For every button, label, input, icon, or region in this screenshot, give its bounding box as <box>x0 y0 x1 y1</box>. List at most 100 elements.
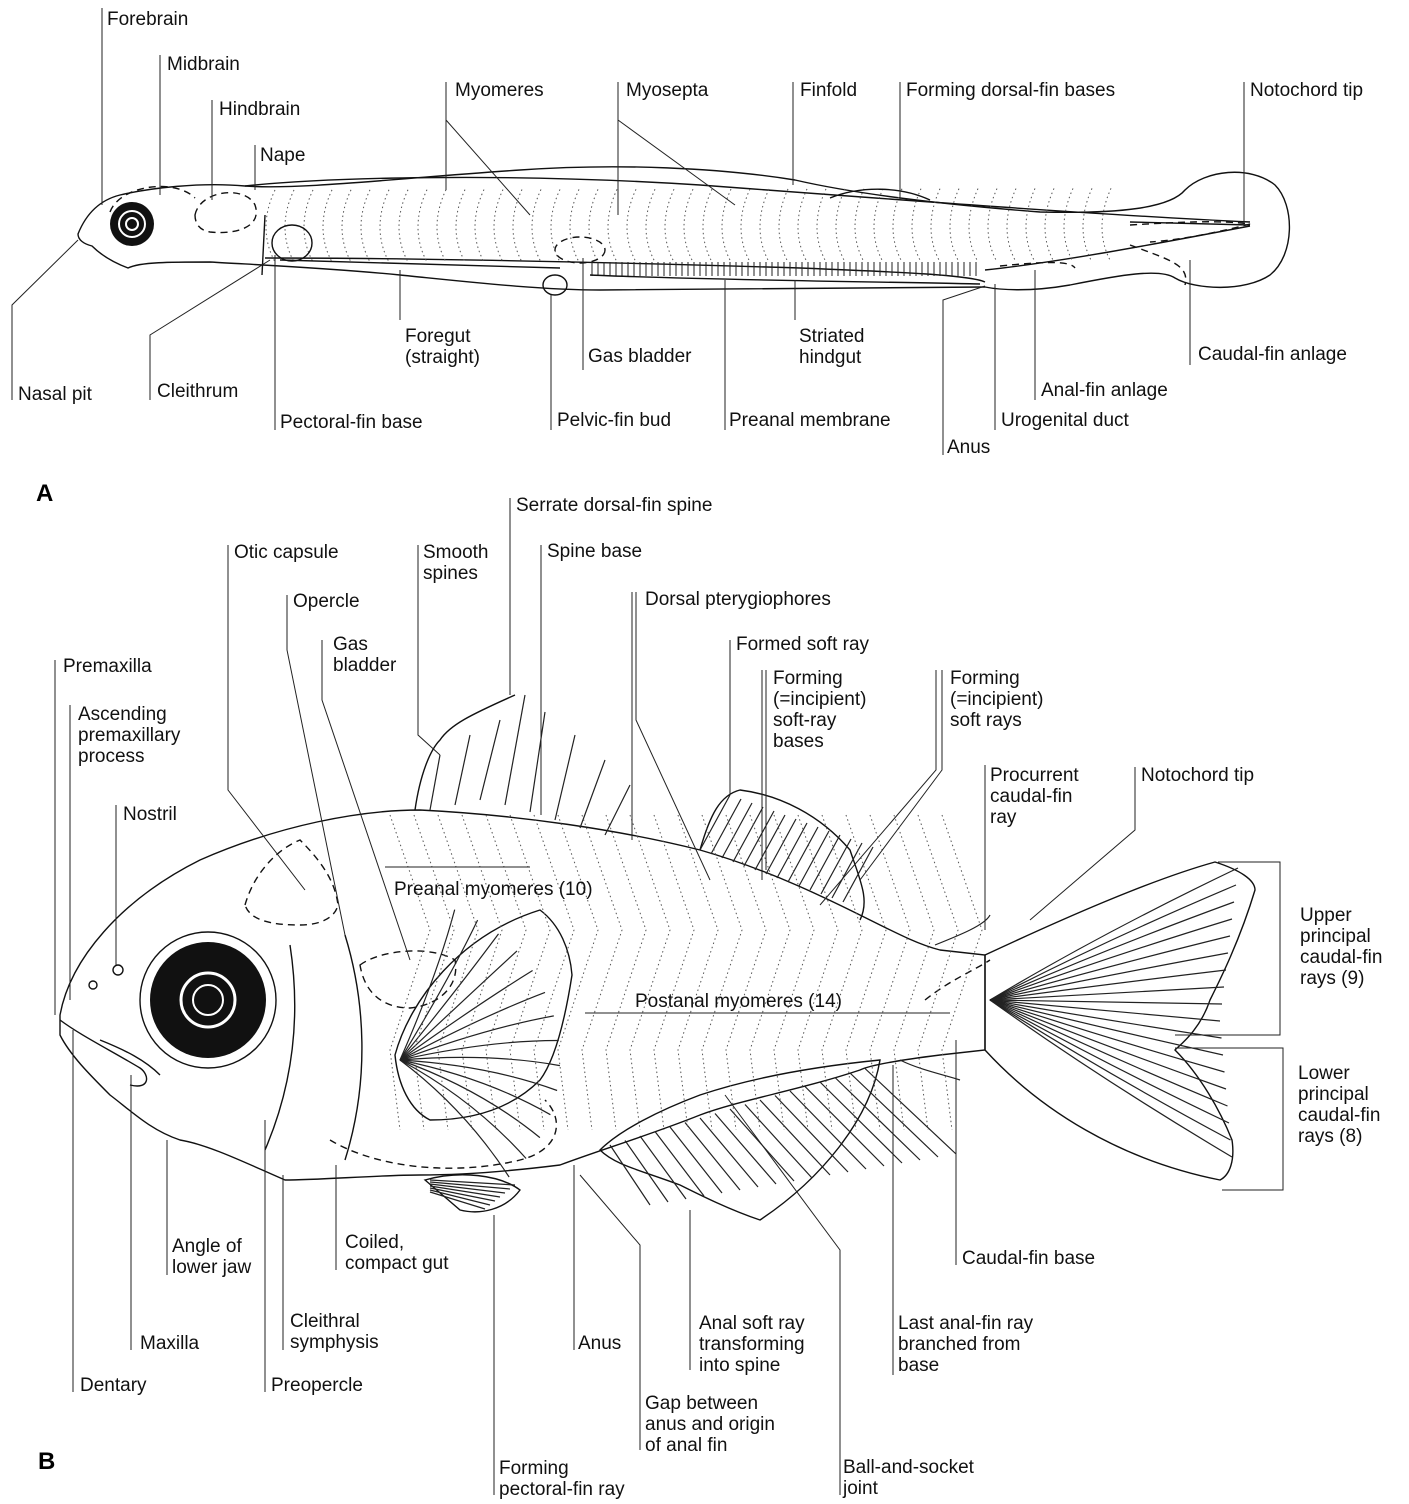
label-caudal-fin-base: Caudal-fin base <box>962 1248 1095 1269</box>
myoA-stroke <box>703 189 712 262</box>
label-myosepta: Myosepta <box>626 80 708 101</box>
myoA-stroke <box>969 189 978 262</box>
myoA-stroke <box>1007 189 1016 262</box>
label-gas-bladder-b: Gas bladder <box>333 634 396 676</box>
myoB-stroke <box>414 815 454 1130</box>
myoB-stroke <box>702 815 742 1130</box>
label-myomeres: Myomeres <box>455 80 544 101</box>
label-pelvic-fin-bud: Pelvic-fin bud <box>557 410 671 431</box>
myoB-stroke <box>390 815 430 1130</box>
label-premaxilla: Premaxilla <box>63 656 152 677</box>
softDorsal-stroke <box>777 823 807 878</box>
softDorsal-stroke <box>733 807 763 862</box>
dorsalSpines-stroke <box>455 735 470 805</box>
myoA-stroke <box>1083 188 1092 262</box>
dorsalSpines-stroke <box>530 712 545 812</box>
myoA-stroke <box>1045 188 1054 262</box>
myoA-stroke <box>1026 188 1035 262</box>
myoB-stroke <box>486 815 526 1130</box>
myoB-stroke <box>942 815 982 1130</box>
myoB-stroke <box>894 815 934 1130</box>
myoA-stroke <box>950 189 959 262</box>
label-urogenital-duct: Urogenital duct <box>1001 410 1129 431</box>
label-midbrain: Midbrain <box>167 54 240 75</box>
caudalRays-stroke <box>990 936 1230 1000</box>
myoA-stroke <box>323 190 332 262</box>
caudalRays-stroke <box>990 868 1238 1000</box>
caudalRays-stroke <box>990 902 1234 1000</box>
pectRays-stroke <box>400 971 533 1061</box>
label-preanal-membrane: Preanal membrane <box>729 410 891 431</box>
analRays-stroke <box>655 1132 704 1197</box>
myoA-stroke <box>475 190 484 262</box>
pectRays-stroke <box>400 992 545 1060</box>
label-maxilla: Maxilla <box>140 1333 199 1354</box>
analRays-stroke <box>835 1078 920 1161</box>
dorsalSpines-stroke <box>430 755 440 810</box>
myoA-stroke <box>722 189 731 262</box>
label-forming-pectoral-fin-ray: Forming pectoral-fin ray <box>499 1458 625 1500</box>
label-procurrent-caudal-fin-ray: Procurrent caudal-fin ray <box>990 765 1079 828</box>
label-upper-principal-caudal-fin-rays: Upper principal caudal-fin rays (9) <box>1300 905 1382 989</box>
myoB-stroke <box>774 815 814 1130</box>
myoA-stroke <box>532 189 541 262</box>
myoB-stroke <box>822 815 862 1130</box>
softDorsal-stroke <box>700 795 730 850</box>
myoA-stroke <box>304 190 313 262</box>
label-formed-soft-ray: Formed soft ray <box>736 634 869 655</box>
caudalRays-stroke <box>990 1000 1226 1089</box>
myoA-stroke <box>741 189 750 262</box>
myoB-stroke <box>750 815 790 1130</box>
caudalRays-stroke <box>990 885 1236 1000</box>
label-finfold: Finfold <box>800 80 857 101</box>
myoB-stroke <box>870 815 910 1130</box>
pectRays-stroke <box>400 910 455 1060</box>
label-forming-dorsal-fin-bases: Forming dorsal-fin bases <box>906 80 1115 101</box>
myoA-stroke <box>551 189 560 262</box>
label-foregut: Foregut (straight) <box>405 326 480 368</box>
myoA-stroke <box>665 189 674 262</box>
myoA-stroke <box>779 189 788 262</box>
pectRays-stroke <box>400 920 478 1060</box>
myoB-stroke <box>630 815 670 1130</box>
myoA-stroke <box>627 189 636 262</box>
label-ascending-premaxillary-process: Ascending premaxillary process <box>78 704 180 767</box>
label-cleithrum: Cleithrum <box>157 381 238 402</box>
analRays-stroke <box>790 1091 866 1169</box>
label-preopercle: Preopercle <box>271 1375 363 1396</box>
myoB-stroke <box>582 815 622 1130</box>
dorsalSpines-stroke <box>580 760 605 828</box>
dorsalSpines-stroke <box>505 695 525 805</box>
dorsalSpines-stroke <box>480 720 500 800</box>
analRays-stroke <box>820 1082 902 1163</box>
myoA-stroke <box>494 190 503 262</box>
myoA-stroke <box>988 189 997 262</box>
pelvRays-stroke <box>430 1192 485 1209</box>
label-smooth-spines: Smooth spines <box>423 542 488 584</box>
softDorsal-stroke <box>843 847 873 902</box>
myoA-stroke <box>836 189 845 262</box>
label-hindbrain: Hindbrain <box>219 99 300 120</box>
label-otic-capsule: Otic capsule <box>234 542 339 563</box>
label-notochord-tip-a: Notochord tip <box>1250 80 1363 101</box>
analRays-stroke <box>640 1136 686 1199</box>
label-nape: Nape <box>260 145 305 166</box>
myoA-stroke <box>1064 188 1073 262</box>
myoB-stroke <box>654 815 694 1130</box>
label-preanal-myomeres: Preanal myomeres (10) <box>394 879 593 900</box>
label-postanal-myomeres: Postanal myomeres (14) <box>635 991 842 1012</box>
label-angle-of-lower-jaw: Angle of lower jaw <box>172 1236 251 1278</box>
myoB-stroke <box>918 815 958 1130</box>
myoA-stroke <box>589 189 598 262</box>
myoA-stroke <box>646 189 655 262</box>
myoA-stroke <box>855 189 864 262</box>
caudalRays-stroke <box>990 1000 1223 1055</box>
caudalRays-stroke <box>990 1000 1231 1140</box>
label-gas-bladder-a: Gas bladder <box>588 346 692 367</box>
label-ball-and-socket-joint: Ball-and-socket joint <box>843 1457 974 1499</box>
label-striated-hindgut: Striated hindgut <box>799 326 864 368</box>
caudalRays-stroke <box>990 987 1224 1000</box>
analRays-stroke <box>610 1145 650 1205</box>
myoA-stroke <box>760 189 769 262</box>
